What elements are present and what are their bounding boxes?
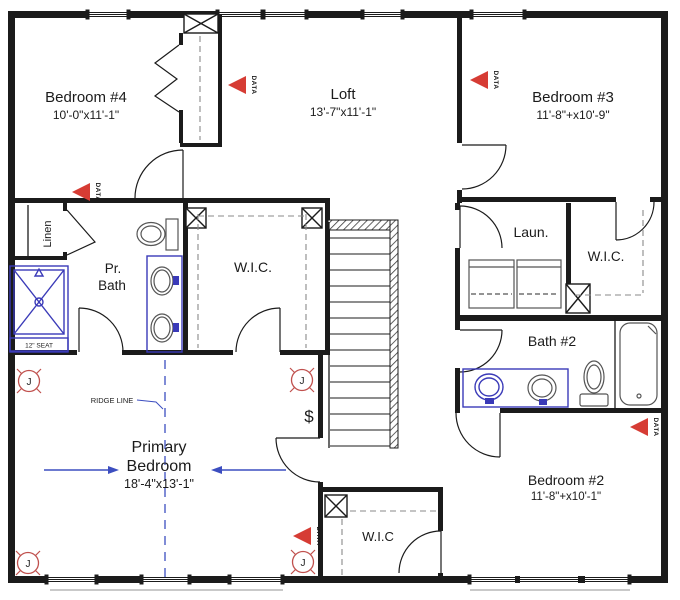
data-marker-icon: DATA <box>630 417 659 437</box>
door-wic-bedroom2 <box>398 530 442 574</box>
interior-walls <box>8 11 662 579</box>
label-primary-2: Bedroom <box>127 458 192 475</box>
shower-seat-label: 12" SEAT <box>25 343 53 350</box>
data-markers: DATA DATA DATA DATA DATA <box>72 70 659 546</box>
svg-text:J: J <box>27 377 32 388</box>
ridge-line: RIDGE LINE <box>44 360 286 578</box>
span-arrow-left <box>44 466 119 474</box>
data-marker-icon: DATA <box>470 70 499 90</box>
window-primary-1 <box>44 574 99 585</box>
door-bedroom4 <box>134 149 184 199</box>
door-pr-bath <box>78 307 124 353</box>
label-bedroom2-dims: 11'-8"+x10'-1" <box>531 491 601 503</box>
post-closet-top <box>183 13 219 34</box>
label-bedroom3-dims: 11'-8"+x10'-9" <box>536 108 609 122</box>
data-marker-icon: DATA <box>72 182 101 202</box>
svg-text:$: $ <box>304 407 314 426</box>
stairs <box>327 219 399 449</box>
label-bedroom4-dims: 10'-0"x11'-1" <box>53 108 119 122</box>
window-loft-double <box>215 9 309 20</box>
svg-text:DATA: DATA <box>315 526 322 545</box>
label-primary-dims: 18'-4"x13'-1" <box>124 477 194 491</box>
post-wic-left <box>185 207 207 229</box>
door-bedroom3 <box>461 144 507 190</box>
door-linen <box>66 209 96 256</box>
label-loft: Loft <box>330 86 356 103</box>
shower: 12" SEAT <box>9 265 69 353</box>
junction-box-icon: J <box>15 550 41 576</box>
door-laundry <box>459 205 503 249</box>
vanity-pr-bath <box>146 255 183 353</box>
svg-text:J: J <box>300 376 305 387</box>
label-primary-1: Primary <box>131 439 186 456</box>
toilet-bath2-icon <box>579 360 609 407</box>
ridge-line-label: RIDGE LINE <box>91 396 134 405</box>
closet-rods <box>27 36 644 575</box>
bifold-closet-doors <box>153 44 180 113</box>
toilet-pr-bath-icon <box>136 218 179 251</box>
exterior-walls <box>8 11 668 583</box>
post-stair-top <box>301 207 323 229</box>
door-primary-bedroom <box>275 437 321 483</box>
window-loft <box>360 9 405 20</box>
washer-dryer-icon <box>468 259 562 309</box>
door-bath2 <box>459 329 503 373</box>
svg-text:DATA: DATA <box>652 417 659 436</box>
window-bedroom2-3 <box>585 574 632 585</box>
label-pr-bath-2: Bath <box>98 278 126 293</box>
window-bedroom2-1 <box>467 574 515 585</box>
label-wic-hall: W.I.C. <box>588 249 625 264</box>
windows <box>44 9 632 591</box>
label-bath2: Bath #2 <box>528 333 576 349</box>
window-bedroom2-2 <box>520 577 578 582</box>
data-marker-icon: DATA <box>228 75 257 95</box>
label-laundry: Laun. <box>513 224 548 240</box>
door-wic-hall <box>615 201 655 241</box>
label-loft-dims: 13'-7"x11'-1" <box>310 105 376 119</box>
post-laundry-divider <box>565 283 591 314</box>
junction-box-icon: J <box>290 549 316 575</box>
fixtures: 12" SEAT <box>9 218 663 411</box>
label-wic-bedroom2: W.I.C <box>362 529 394 544</box>
room-labels: Bedroom #4 10'-0"x11'-1" Loft 13'-7"x11'… <box>42 86 624 544</box>
label-linen: Linen <box>42 221 54 248</box>
label-bedroom3: Bedroom #3 <box>532 89 614 106</box>
door-wic-primary <box>235 307 281 353</box>
junction-box-icon: J <box>289 367 315 393</box>
svg-text:J: J <box>26 559 31 570</box>
junction-boxes: J J J J <box>15 367 316 576</box>
window-primary-2 <box>139 574 192 585</box>
window-bedroom3 <box>469 9 527 20</box>
column-posts <box>183 13 591 518</box>
label-wic-primary: W.I.C. <box>234 259 272 275</box>
label-bedroom2: Bedroom #2 <box>528 472 604 488</box>
post-wic-bottom <box>324 494 348 518</box>
vanity-bath2 <box>462 368 569 408</box>
window-bedroom4 <box>85 9 131 20</box>
label-bedroom4: Bedroom #4 <box>45 89 127 106</box>
span-arrow-right <box>211 466 286 474</box>
data-marker-icon: DATA <box>293 526 322 546</box>
label-pr-bath-1: Pr. <box>105 261 122 276</box>
svg-text:DATA: DATA <box>492 70 499 89</box>
doors <box>66 44 655 574</box>
bathtub-icon <box>614 317 663 411</box>
svg-text:J: J <box>301 558 306 569</box>
svg-text:DATA: DATA <box>94 182 101 201</box>
window-primary-3 <box>227 574 285 585</box>
switch-symbol-icon: $ <box>304 407 314 426</box>
door-bedroom2 <box>455 412 501 458</box>
svg-text:DATA: DATA <box>250 75 257 94</box>
junction-box-icon: J <box>16 368 42 394</box>
